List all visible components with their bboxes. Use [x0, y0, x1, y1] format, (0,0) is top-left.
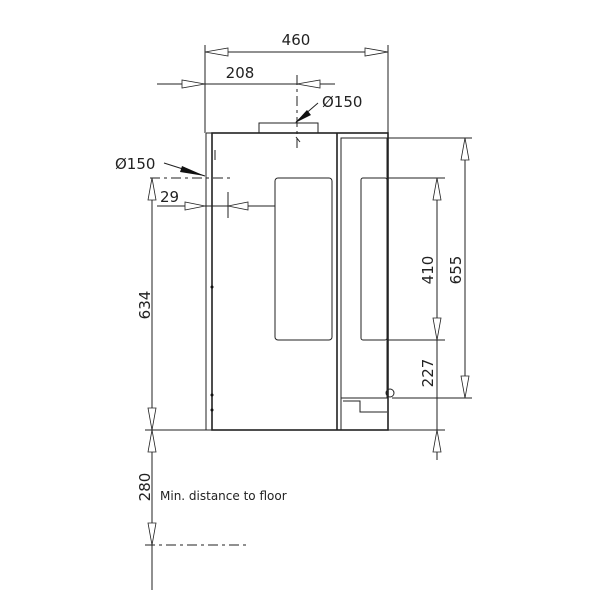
dim-overall-width: 460: [204, 31, 389, 133]
dim-window: 410 227: [388, 177, 445, 460]
dim-top-flue-diameter: Ø150: [295, 93, 362, 123]
floor-note: Min. distance to floor: [160, 489, 287, 503]
dim-label-460: 460: [282, 31, 311, 49]
dim-floor-distance: 280 Min. distance to floor: [136, 429, 287, 546]
dim-rear-flue-offset: 29: [157, 188, 275, 211]
ashpan-notch: [343, 400, 387, 413]
door-window: [274, 177, 333, 341]
side-panel: [340, 137, 388, 399]
stove-body: [205, 122, 395, 431]
dim-label-410: 410: [419, 256, 437, 285]
dim-overall-height: 655: [388, 137, 472, 399]
top-flue-collar: [258, 122, 319, 134]
dim-label-634: 634: [136, 291, 154, 320]
dim-label-208: 208: [226, 64, 255, 82]
dim-label-655: 655: [447, 256, 465, 285]
dim-label-227: 227: [419, 359, 437, 388]
side-window: [360, 177, 388, 341]
dim-label-280: 280: [136, 473, 154, 502]
dim-label-29: 29: [160, 188, 179, 206]
dim-rear-flue-diameter: Ø150: [115, 155, 206, 177]
dim-label-top-diameter: Ø150: [322, 93, 362, 111]
dim-rear-flue-height: 634: [136, 177, 212, 590]
control-knob: [385, 388, 395, 398]
dim-flue-offset: 208: [157, 64, 335, 89]
dim-label-rear-diameter: Ø150: [115, 155, 155, 173]
